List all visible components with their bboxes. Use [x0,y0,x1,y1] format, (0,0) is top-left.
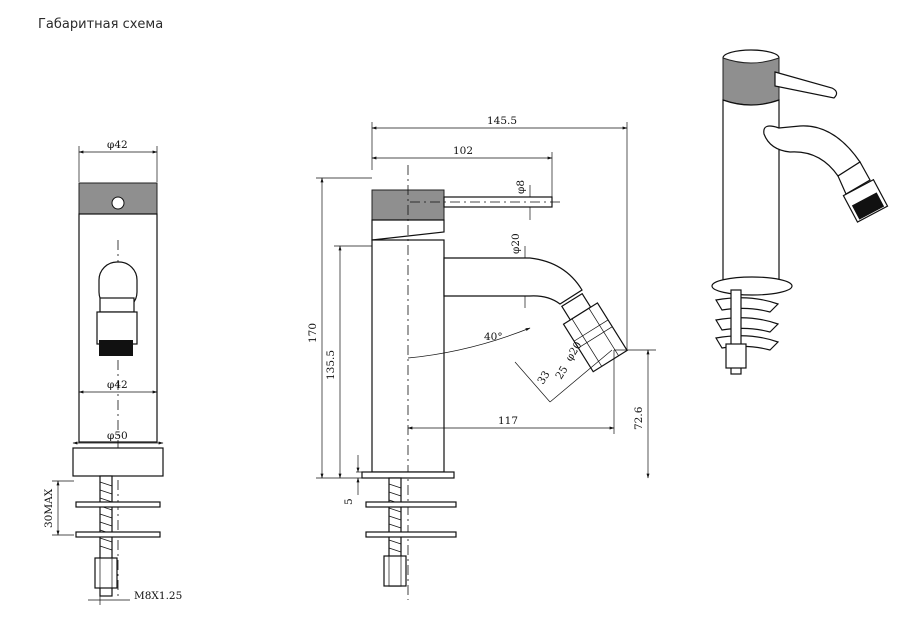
dim-angle: 40° [484,331,503,343]
front-nozzle [96,311,138,345]
dim-outlet-height: 72.6 [633,406,645,430]
dim-nozzle-25: 25 [553,364,570,382]
front-nozzle-aerator [99,340,133,356]
dim-handle-length: 102 [453,145,473,157]
front-nozzle-ring [99,297,135,313]
dim-front-top-diameter: φ42 [107,139,128,151]
dim-base-5: 5 [343,498,355,505]
front-plate-1 [75,501,161,508]
dim-overall-length: 145.5 [487,115,517,127]
front-view: φ42 φ42 φ50 30MAX [43,139,182,605]
side-view: 145.5 102 φ8 φ20 φ20 25 [307,115,656,600]
dim-nozzle-33: 33 [535,369,552,387]
faucet-3d-icon [711,49,889,375]
dim-handle-diameter: φ8 [515,180,527,194]
front-base [72,447,164,477]
dim-total-height: 170 [307,323,319,343]
front-handle-hole [111,196,125,210]
dim-front-body-diameter: φ42 [107,379,128,391]
dim-thread: M8X1.25 [134,590,182,602]
side-plate-1 [365,501,457,508]
side-base [361,471,455,479]
dim-front-base-diameter: φ50 [107,430,128,442]
front-nut [94,557,118,589]
dim-spout-height: 135.5 [325,350,337,380]
side-nut [383,555,407,587]
dim-spout-reach: 117 [498,415,518,427]
side-spout [443,257,583,305]
page-title: Габаритная схема [38,17,164,32]
side-nozzle [560,292,628,373]
side-plate-2 [365,531,457,538]
dim-spout-diameter: φ20 [510,233,522,254]
front-plate-2 [75,531,161,538]
dim-counter-thickness: 30MAX [43,488,55,528]
